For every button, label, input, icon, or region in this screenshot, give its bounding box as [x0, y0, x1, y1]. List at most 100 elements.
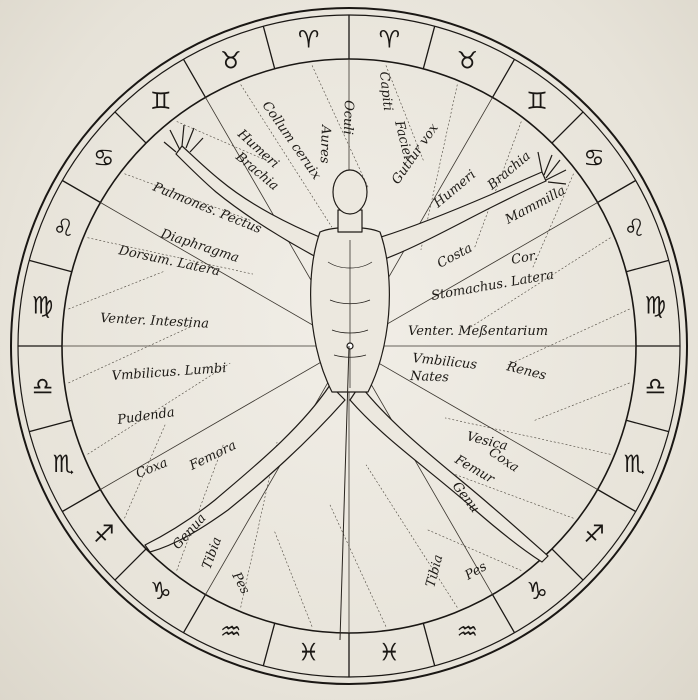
- navel-mark: [346, 342, 354, 350]
- correspondence-line: [274, 531, 313, 627]
- zodiac-band-divider: [551, 111, 584, 144]
- zodiac-band-divider: [29, 259, 72, 273]
- label-tibia-left: Tibia: [200, 535, 225, 571]
- zodiac-glyph-aries: ♈: [379, 26, 401, 54]
- label-pes-left: Pes: [228, 569, 252, 597]
- zodiac-band-divider: [626, 419, 669, 433]
- zodiac-glyph-taurus: ♉: [220, 47, 242, 75]
- zodiac-glyph-scorpio: ♏: [624, 450, 646, 478]
- zodiac-band-divider: [182, 59, 207, 98]
- zodiac-glyph-capricorn: ♑: [526, 577, 548, 605]
- zodiac-band-divider: [551, 548, 584, 581]
- right-hand: [537, 151, 567, 185]
- zodiac-band-divider: [597, 179, 636, 204]
- zodiac-band-divider: [114, 111, 147, 144]
- label-oculi: Oculi: [340, 100, 356, 135]
- right-arm: [377, 171, 547, 261]
- correspondence-line: [444, 417, 611, 455]
- zodiac-band-divider: [491, 59, 516, 98]
- correspondence-line: [329, 504, 387, 627]
- zodiac-glyph-libra: ♎: [645, 372, 667, 400]
- label-vmbilicus-lumbi: Vmbilicus. Lumbi: [111, 361, 227, 384]
- zodiac-band-dividers: [18, 15, 680, 677]
- correspondence-line: [532, 173, 574, 268]
- label-renes: Renes: [504, 359, 548, 384]
- label-cor: Cor.: [510, 249, 539, 268]
- label-stomachus: Stomachus. Latera: [430, 268, 555, 304]
- division-line: [348, 345, 493, 595]
- zodiac-glyph-aquarius: ♒: [456, 617, 478, 645]
- torso-detail: [327, 240, 373, 388]
- zodiac-band-divider: [626, 259, 669, 273]
- left-leg: [144, 384, 346, 553]
- zodiac-glyph-pisces: ♓: [379, 638, 401, 666]
- zodiac-glyphs: ♉ ♈ ♈ ♉ ♊ ♋ ♌ ♍ ♎ ♏ ♐ ♑ ♒ ♓ ♓ ♒ ♑ ♐ ♏ ♎ ♍ ♌ ♋ ♊: [32, 26, 666, 667]
- right-leg: [349, 384, 549, 563]
- label-costa: Costa: [435, 241, 475, 272]
- zodiac-glyph-sagittarius: ♐: [583, 520, 605, 548]
- label-nates: Nates: [409, 369, 450, 385]
- head: [332, 169, 368, 215]
- division-line: [205, 345, 350, 595]
- zodiac-glyph-gemini: ♊: [150, 87, 172, 115]
- zodiac-band-divider: [597, 488, 636, 513]
- zodiac-glyph-leo: ♌: [53, 214, 75, 242]
- zodiac-glyph-capricorn: ♑: [150, 577, 172, 605]
- human-figure: [144, 124, 567, 563]
- correspondence-line: [124, 424, 166, 519]
- correspondence-line: [365, 464, 458, 608]
- correspondence-line: [68, 271, 164, 310]
- correspondence-lines: [68, 65, 630, 627]
- zodiac-band-divider: [491, 594, 516, 633]
- zodiac-glyph-sagittarius: ♐: [93, 520, 115, 548]
- zodiac-glyph-cancer: ♋: [93, 144, 115, 172]
- zodiac-glyph-leo: ♌: [624, 214, 646, 242]
- correspondence-line: [87, 237, 254, 275]
- correspondence-line: [240, 84, 333, 228]
- label-tibia-right: Tibia: [423, 553, 446, 589]
- zodiac-band-divider: [422, 26, 436, 69]
- zodiac-glyph-gemini: ♊: [526, 87, 548, 115]
- correspondence-line: [534, 382, 630, 421]
- label-vmbilicus-right: Vmbilicus: [412, 351, 478, 373]
- correspondence-line: [176, 121, 271, 163]
- division-line: [348, 345, 598, 490]
- zodiac-band-divider: [422, 623, 436, 666]
- correspondence-line: [467, 237, 611, 330]
- correspondence-line: [87, 362, 231, 455]
- left-arm: [175, 145, 323, 259]
- outer-ring: [10, 7, 688, 685]
- zodiac-glyph-aries: ♈: [298, 26, 320, 54]
- division-line: [100, 202, 350, 347]
- zodiac-band-divider: [262, 26, 276, 69]
- correspondence-line: [427, 529, 522, 571]
- zodiac-glyph-libra: ♎: [32, 372, 54, 400]
- zodiac-glyph-taurus: ♉: [456, 47, 478, 75]
- division-line: [348, 202, 598, 347]
- zodiac-band-divider: [62, 488, 101, 513]
- label-venter-intestina: Venter. Intestina: [100, 311, 209, 332]
- label-femora: Femora: [186, 438, 239, 474]
- label-pudenda: Pudenda: [115, 405, 175, 428]
- zodiac-band-divider: [29, 419, 72, 433]
- zodiac-band-divider: [262, 623, 276, 666]
- left-hand: [163, 124, 204, 153]
- division-line: [100, 345, 350, 490]
- zodiac-glyph-cancer: ♋: [583, 144, 605, 172]
- zodiac-band-divider: [182, 594, 207, 633]
- label-pes-right: Pes: [462, 559, 490, 584]
- centre-vertical-line: [339, 345, 350, 641]
- label-venter-messentarium: Venter. Meßentarium: [408, 324, 548, 339]
- zodiac-glyph-scorpio: ♏: [53, 450, 75, 478]
- zodiac-glyph-aquarius: ♒: [220, 617, 242, 645]
- label-aures: Aures: [317, 124, 333, 164]
- zodiac-band-divider: [62, 179, 101, 204]
- zodiac-glyph-virgo: ♍: [32, 292, 54, 320]
- zodiac-band-divider: [114, 548, 147, 581]
- zodiac-glyph-virgo: ♍: [645, 292, 667, 320]
- correspondence-line: [385, 65, 424, 161]
- label-capiti: Capiti: [376, 71, 395, 112]
- zodiac-glyph-pisces: ♓: [298, 638, 320, 666]
